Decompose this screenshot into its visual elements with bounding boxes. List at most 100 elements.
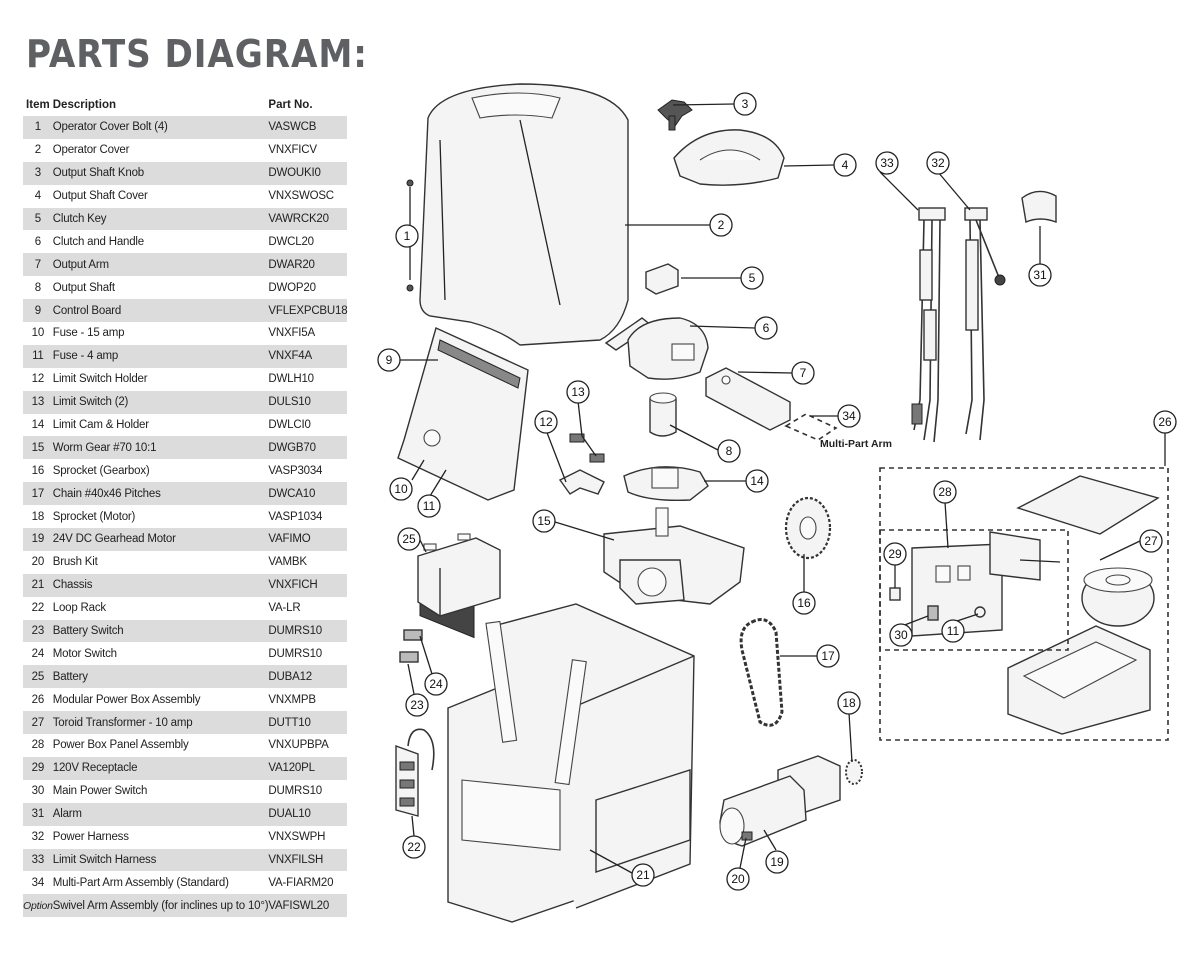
chassis-drawing [447, 603, 695, 923]
power-box-base-drawing [1007, 625, 1151, 735]
row-item: 11 [23, 344, 53, 368]
svg-text:17: 17 [821, 649, 835, 663]
row-description: Power Harness [52, 831, 129, 844]
row-description: Limit Cam & Holder [52, 419, 149, 432]
row-part-no: DUAL10 [268, 802, 348, 826]
power-harness-drawing [964, 207, 1006, 441]
row-description: Sprocket (Gearbox) [52, 464, 150, 477]
row-part-no: DUBA12 [268, 665, 348, 689]
row-part-no: VAFISWL20 [268, 894, 348, 918]
operator-cover-drawing [419, 83, 629, 346]
brush-kit-drawing [741, 831, 753, 841]
row-item: 15 [23, 436, 53, 460]
callout-28: 28 [933, 480, 957, 504]
row-part-no: DULS10 [268, 390, 348, 414]
svg-text:25: 25 [402, 532, 416, 546]
row-item: 9 [23, 299, 53, 323]
header-part-no: Part No. [268, 99, 313, 111]
row-description: Brush Kit [52, 556, 98, 569]
callout-19: 19 [765, 850, 789, 874]
row-description: Clutch Key [52, 207, 269, 231]
row-item: 24 [31, 647, 45, 660]
header-item: Item [26, 99, 50, 111]
callout-7: 7 [791, 361, 815, 385]
row-description: Fuse - 4 amp [52, 344, 269, 368]
row-description: Output Shaft [52, 281, 115, 294]
row-item: 6 [34, 235, 41, 248]
limit-switch-drawing [569, 433, 605, 463]
row-item: 21 [23, 573, 53, 597]
row-item: 16 [31, 464, 45, 477]
row-description: 24V DC Gearhead Motor [52, 528, 269, 551]
row-part-no: VA120PL [268, 756, 348, 780]
svg-text:19: 19 [770, 855, 784, 869]
svg-text:33: 33 [880, 156, 894, 170]
callout-3: 3 [733, 92, 757, 116]
callout-15: 15 [532, 509, 556, 533]
clutch-handle-drawing [604, 317, 709, 380]
callout-5: 5 [740, 266, 764, 290]
row-part-no: DWLCI0 [268, 419, 311, 432]
row-item: 31 [23, 802, 53, 826]
callout-20: 20 [726, 867, 750, 891]
row-part-no: VAFIMO [268, 528, 348, 551]
sprocket-motor-drawing [845, 759, 863, 785]
row-description: 120V Receptacle [52, 756, 269, 780]
svg-text:22: 22 [407, 840, 421, 854]
row-item: Option [23, 894, 53, 918]
callout-2: 2 [709, 213, 733, 237]
row-description: Swivel Arm Assembly (for inclines up to … [52, 894, 269, 918]
page-title: PARTS DIAGRAM: [26, 32, 368, 76]
callout-33: 33 [875, 151, 899, 175]
svg-text:3: 3 [742, 97, 749, 111]
row-description: Limit Switch Holder [52, 373, 148, 386]
callout-14: 14 [745, 469, 769, 493]
row-item: 28 [31, 739, 45, 752]
row-part-no: DWAR20 [268, 253, 348, 277]
row-item: 32 [31, 831, 45, 844]
row-description: Sprocket (Motor) [52, 510, 136, 523]
toroid-transformer-drawing [1081, 567, 1155, 627]
svg-text:24: 24 [429, 677, 443, 691]
svg-text:31: 31 [1033, 268, 1047, 282]
output-shaft-knob-drawing [657, 99, 693, 131]
row-item: 8 [34, 281, 41, 294]
row-item: 22 [31, 602, 45, 615]
callout-1: 1 [395, 224, 419, 248]
row-description: Operator Cover Bolt (4) [52, 116, 269, 139]
row-item: 33 [23, 848, 53, 872]
row-description: Chassis [52, 573, 269, 597]
row-part-no: VASWCB [268, 116, 348, 139]
row-part-no: VA-FIARM20 [268, 876, 334, 889]
row-description: Toroid Transformer - 10 amp [52, 711, 269, 735]
row-item: 4 [34, 190, 41, 203]
clutch-key-drawing [645, 263, 679, 295]
row-item: 5 [23, 207, 53, 231]
row-description: Output Shaft Cover [52, 190, 148, 203]
svg-text:2: 2 [718, 218, 725, 232]
row-part-no: VNXUPBPA [268, 739, 329, 752]
battery-drawing [417, 533, 501, 617]
row-part-no: VNXFILSH [268, 848, 348, 872]
row-item: 13 [23, 390, 53, 414]
svg-text:16: 16 [797, 596, 811, 610]
svg-text:15: 15 [537, 514, 551, 528]
limit-switch-harness-drawing [911, 207, 946, 443]
row-part-no: DWOUKI0 [268, 161, 348, 185]
row-item: 18 [31, 510, 45, 523]
row-description: Worm Gear #70 10:1 [52, 436, 269, 460]
power-box-lid-drawing [1016, 475, 1160, 535]
callout-30: 30 [889, 623, 913, 647]
